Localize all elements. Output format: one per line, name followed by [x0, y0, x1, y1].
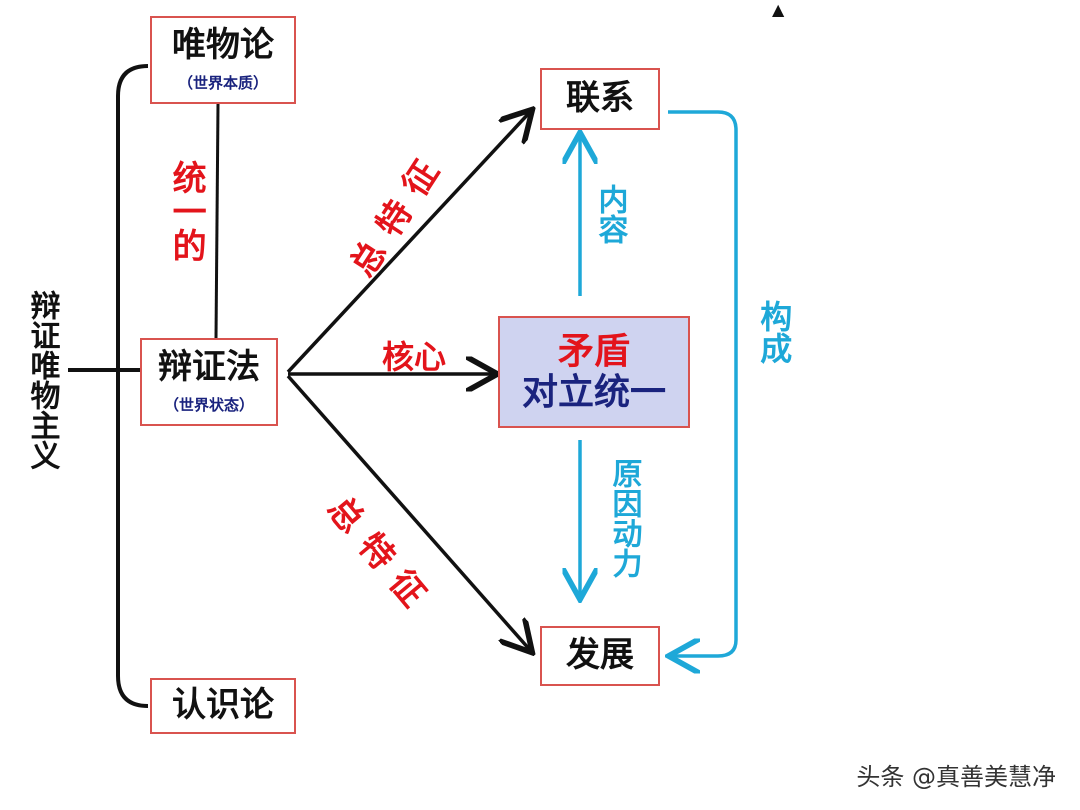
label-core: 核心 [382, 338, 447, 376]
dialectics-subtitle: （世界状态） [163, 396, 254, 415]
materialism-dialectics-link [214, 103, 220, 339]
development-title: 发展 [566, 635, 634, 676]
epistemology-title: 认识论 [172, 685, 274, 726]
label-content: 内容 [592, 184, 628, 244]
label-constitute: 构成 [755, 300, 794, 364]
connection-title: 联系 [566, 78, 634, 119]
arrow-to-development [286, 374, 530, 650]
dialectics-title: 辩证法 [158, 346, 260, 387]
dialectics-box: 辩证法 （世界状态） [140, 338, 278, 426]
brace [116, 64, 149, 708]
contradiction-line1: 矛盾 [557, 330, 630, 372]
connection-box: 联系 [540, 68, 660, 130]
root-label: 辩证唯物主义 [24, 290, 60, 470]
contradiction-box: 矛盾 对立统一 [498, 316, 690, 428]
materialism-box: 唯物论 （世界本质） [150, 16, 296, 104]
materialism-subtitle: （世界本质） [177, 74, 268, 93]
materialism-title: 唯物论 [172, 24, 274, 65]
top-marker-icon: ▲ [772, 0, 785, 19]
arrow-to-connection [286, 112, 530, 374]
label-cause-force: 原因动力 [606, 458, 642, 578]
epistemology-box: 认识论 [150, 678, 296, 734]
unified-label: 统一的 [166, 160, 207, 262]
watermark: 头条 @真善美慧净 [856, 763, 1056, 791]
contradiction-line2: 对立统一 [521, 372, 666, 413]
development-box: 发展 [540, 626, 660, 686]
arrow-constitute [668, 110, 738, 656]
